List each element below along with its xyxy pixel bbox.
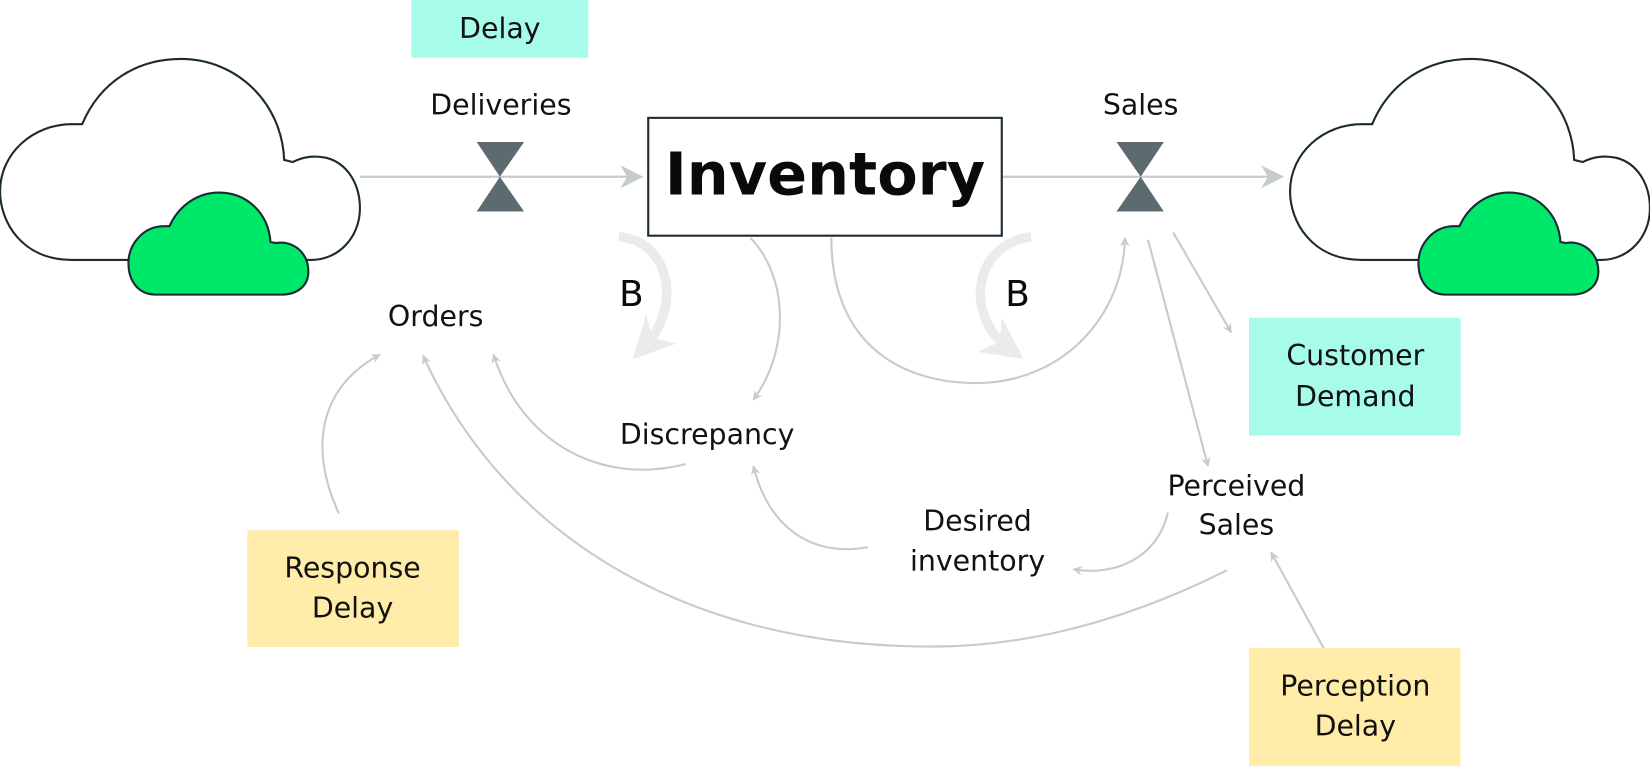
desired-inventory-line2: inventory <box>910 544 1045 577</box>
link-desired-discrepancy <box>750 465 869 551</box>
link-discrepancy-orders <box>491 353 687 471</box>
link-inventory-discrepancy <box>749 237 781 401</box>
balancing-loop-marker-2: B <box>975 232 1033 360</box>
desired-inventory-line1: Desired <box>923 504 1032 537</box>
link-response-orders <box>321 353 381 514</box>
perception-delay-line2: Delay <box>1315 709 1396 742</box>
response-delay-line1: Response <box>284 552 420 585</box>
loop-label: B <box>619 274 644 315</box>
inventory-stock[interactable]: Inventory <box>647 116 1003 237</box>
customer-demand-box[interactable]: Customer Demand <box>1249 317 1461 436</box>
desired-inventory-variable[interactable]: Desired inventory <box>910 504 1045 577</box>
sink-cloud-icon <box>1289 57 1650 296</box>
source-cloud-icon <box>0 57 361 296</box>
perceived-sales-line2: Sales <box>1199 509 1275 542</box>
link-perceived-orders <box>422 354 1228 648</box>
orders-label[interactable]: Orders <box>388 300 483 333</box>
delay-tag-deliveries: Delay <box>411 0 589 58</box>
link-perceived-desired <box>1072 512 1170 576</box>
link-perception-perceived <box>1270 551 1326 651</box>
perception-delay-box[interactable]: Perception Delay <box>1249 648 1461 766</box>
deliveries-valve-icon[interactable] <box>476 142 525 212</box>
link-inventory-sales <box>830 236 1130 385</box>
loop-label: B <box>1005 274 1030 315</box>
response-delay-line2: Delay <box>312 592 393 625</box>
customer-demand-line1: Customer <box>1286 339 1424 372</box>
customer-demand-line2: Demand <box>1295 380 1415 413</box>
link-sales-perceived <box>1147 239 1211 468</box>
link-sales-demand <box>1172 232 1233 334</box>
balancing-loop-marker-1: B <box>618 232 677 360</box>
sales-valve-icon[interactable] <box>1116 142 1164 212</box>
perceived-sales-line1: Perceived <box>1167 470 1305 503</box>
response-delay-box[interactable]: Response Delay <box>247 530 459 648</box>
perceived-sales-variable[interactable]: Perceived Sales <box>1167 470 1305 542</box>
sales-label: Sales <box>1103 89 1179 122</box>
deliveries-label: Deliveries <box>430 89 571 122</box>
discrepancy-label[interactable]: Discrepancy <box>620 418 795 451</box>
perception-delay-line1: Perception <box>1280 670 1430 703</box>
inventory-label: Inventory <box>665 140 985 209</box>
delay-tag-label: Delay <box>459 12 540 45</box>
